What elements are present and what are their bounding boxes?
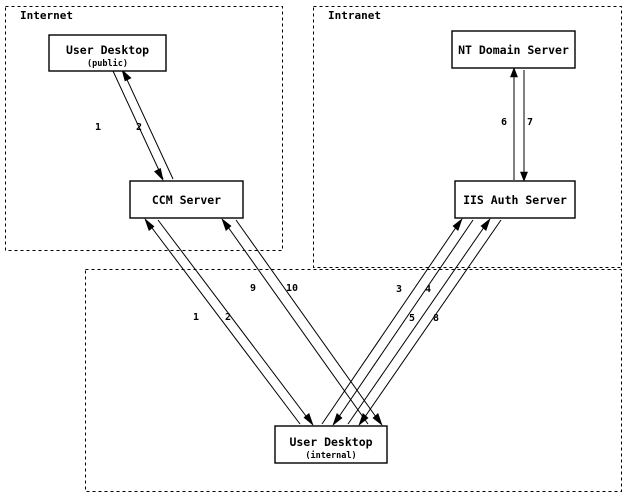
edge-5-line — [347, 219, 490, 425]
zone-boundaries — [5, 6, 622, 492]
edge-label-1-internal: 1 — [193, 312, 199, 323]
edge-9-line — [222, 219, 369, 425]
node-user-desktop-internal-rect[interactable] — [274, 425, 388, 464]
node-iis-auth-server-rect[interactable] — [454, 180, 576, 219]
node-iis-auth-server[interactable]: IIS Auth Server — [454, 180, 576, 219]
edge-group-ccm-internal-left — [144, 218, 314, 426]
edge-group-iis-nt — [510, 67, 528, 182]
node-user-desktop-public-rect[interactable] — [48, 34, 167, 72]
zone-labels: Internet Intranet — [20, 9, 381, 22]
node-user-desktop-public-subtitle: (public) — [87, 58, 128, 69]
edge-label-10: 10 — [286, 283, 298, 294]
node-ccm-server-rect[interactable] — [129, 180, 244, 219]
edge-label-5: 5 — [409, 313, 415, 324]
node-ccm-server-title: CCM Server — [152, 193, 221, 207]
edge-2-public-arrowhead — [121, 69, 132, 82]
edge-2-public-line — [122, 70, 174, 180]
edge-6-arrowhead — [510, 67, 518, 78]
edge-label-1-public: 1 — [95, 122, 101, 133]
edge-2-internal-arrowhead — [303, 413, 314, 426]
edge-10-arrowhead — [372, 412, 383, 426]
edge-label-6: 6 — [501, 117, 507, 128]
edge-group-public-ccm — [112, 69, 174, 181]
edge-8-line — [359, 219, 502, 425]
node-user-desktop-internal-subtitle: (internal) — [305, 450, 356, 461]
edge-1-public-arrowhead — [153, 168, 164, 181]
node-nt-domain-server-rect[interactable] — [451, 30, 576, 69]
zone-internet-boundary — [5, 6, 283, 251]
edge-4-line — [333, 219, 474, 425]
edge-label-2-internal: 2 — [225, 312, 231, 323]
edge-label-9: 9 — [250, 283, 256, 294]
edge-label-7: 7 — [527, 117, 533, 128]
node-user-desktop-public[interactable]: User Desktop (public) — [48, 34, 167, 72]
edge-label-4: 4 — [425, 284, 431, 295]
node-ccm-server[interactable]: CCM Server — [129, 180, 244, 219]
node-iis-auth-server-title: IIS Auth Server — [463, 193, 567, 207]
edge-3-line — [321, 219, 462, 425]
edge-2-internal-line — [157, 219, 313, 425]
node-nt-domain-server[interactable]: NT Domain Server — [451, 30, 576, 69]
edge-5-arrowhead — [480, 218, 491, 232]
zone-label-intranet: Intranet — [328, 9, 381, 22]
zone-intranet-boundary — [313, 6, 622, 268]
zone-label-internet: Internet — [20, 9, 73, 22]
edge-8-arrowhead — [358, 412, 369, 426]
edge-10-line — [235, 219, 382, 425]
edge-7-arrowhead — [520, 171, 528, 182]
edge-1-internal-arrowhead — [144, 218, 155, 231]
node-user-desktop-public-title: User Desktop — [66, 43, 149, 57]
edge-1-public-line — [112, 70, 164, 180]
zone-internal-boundary — [85, 269, 622, 492]
edge-labels: 1 2 6 7 9 10 1 2 3 4 5 8 — [95, 117, 533, 324]
node-user-desktop-internal[interactable]: User Desktop (internal) — [274, 425, 388, 464]
edge-1-internal-line — [145, 219, 301, 425]
edge-label-2-public: 2 — [136, 122, 142, 133]
edge-3-arrowhead — [452, 218, 463, 232]
edge-4-arrowhead — [332, 412, 343, 426]
edge-group-ccm-internal-right — [221, 218, 383, 426]
edge-label-3: 3 — [396, 284, 402, 295]
edge-9-arrowhead — [221, 218, 232, 232]
edge-group-iis-internal-right — [347, 218, 502, 426]
edge-group-iis-internal-left — [321, 218, 474, 426]
node-nt-domain-server-title: NT Domain Server — [458, 43, 569, 57]
edge-label-8: 8 — [433, 313, 439, 324]
node-user-desktop-internal-title: User Desktop — [289, 435, 372, 449]
